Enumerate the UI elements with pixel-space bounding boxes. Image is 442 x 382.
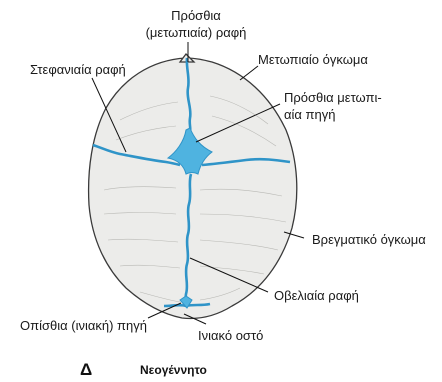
label-parietal-eminence: Βρεγματικό όγκωμα (312, 232, 426, 247)
figure-caption: Νεογέννητο (140, 363, 207, 377)
label-sagittal-suture: Οβελιαία ραφή (274, 288, 359, 303)
label-frontal-eminence: Μετωπιαίο όγκωμα (258, 52, 368, 67)
label-anterior-fontanelle-2: αία πηγή (284, 107, 335, 122)
panel-letter: Δ (80, 360, 92, 379)
label-posterior-fontanelle: Οπίσθια (ινιακή) πηγή (20, 318, 147, 333)
label-anterior-fontanelle-1: Πρόσθια μετωπι- (284, 90, 382, 105)
skull-outline (89, 58, 297, 319)
label-anterior-suture-1: Πρόσθια (171, 8, 221, 23)
label-coronal-suture: Στεφανιαία ραφή (30, 62, 126, 77)
leader-frontal-eminence (240, 66, 258, 80)
label-occipital-bone: Ινιακό οστό (198, 328, 263, 343)
label-anterior-suture-2: (μετωπιαία) ραφή (146, 25, 247, 40)
